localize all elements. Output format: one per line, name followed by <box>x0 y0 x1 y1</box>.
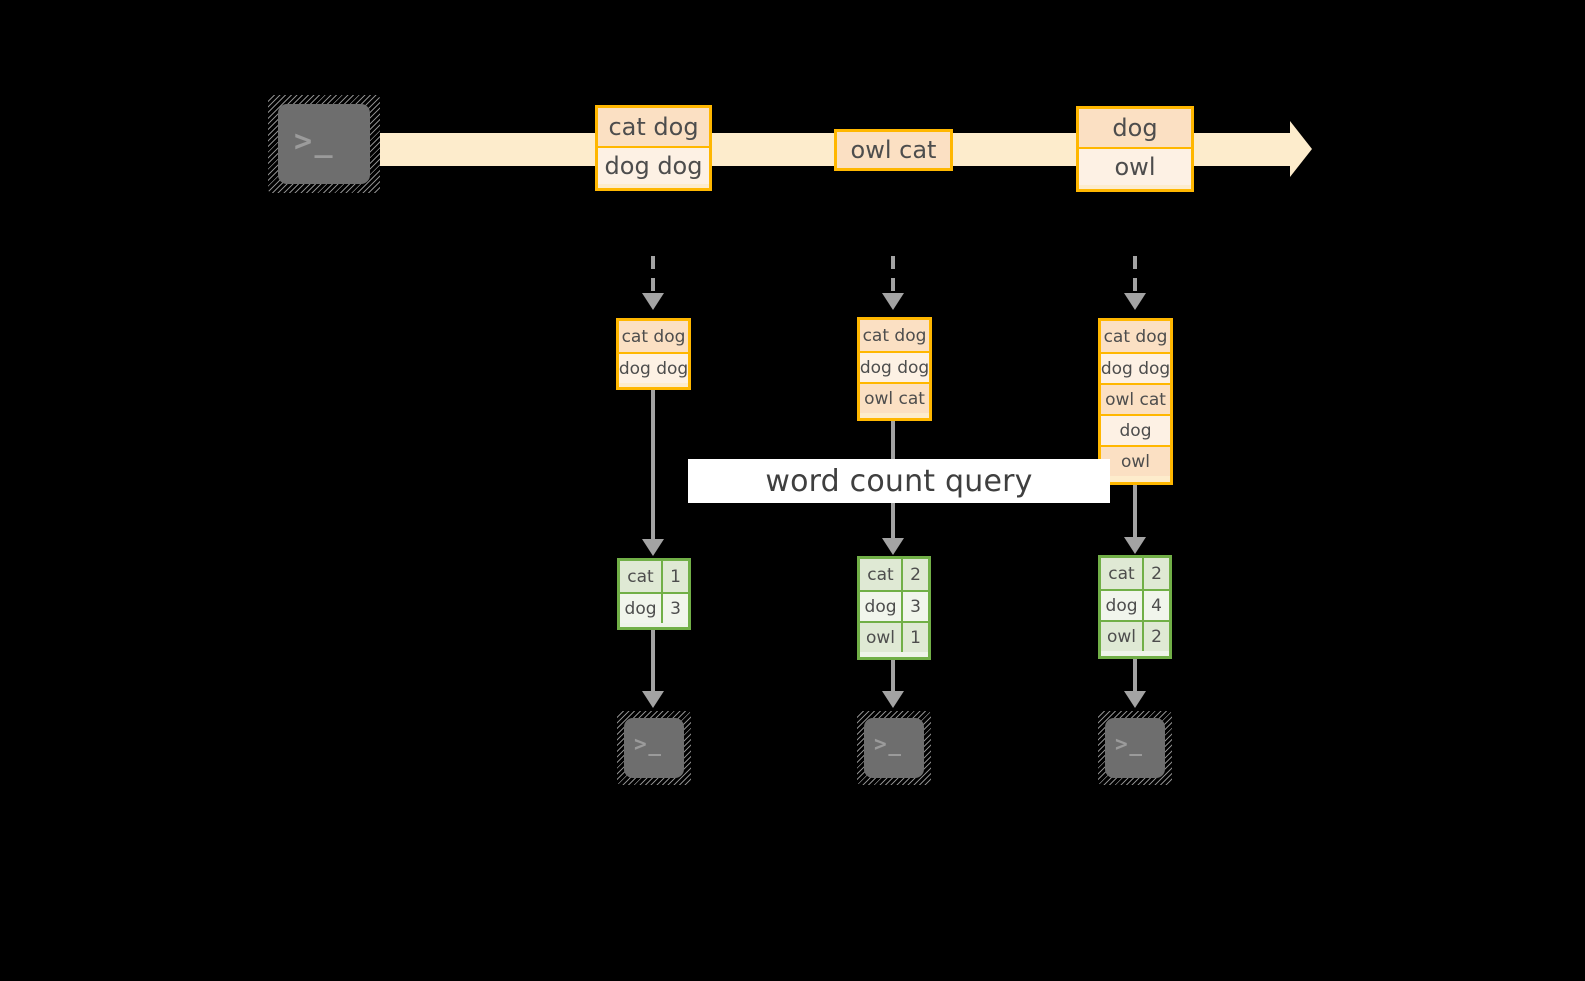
result-word: dog <box>1105 595 1138 616</box>
accumulated-row: dog dog <box>1101 352 1170 383</box>
terminal-body <box>624 718 684 778</box>
result-count: 2 <box>1142 558 1169 589</box>
result-count: 3 <box>901 592 928 621</box>
stream-batch-line: cat dog <box>598 108 709 146</box>
result-word: dog <box>864 596 897 617</box>
result-count: 2 <box>1142 622 1169 651</box>
terminal-body <box>864 718 924 778</box>
stream-to-table-connector <box>651 256 655 298</box>
accumulated-row: owl <box>1101 445 1170 476</box>
accumulated-row: cat dog <box>860 320 929 351</box>
terminal-body <box>1105 718 1165 778</box>
accumulated-table-2: cat dog dog dog owl cat <box>857 317 932 421</box>
stream-to-table-arrowhead <box>1124 293 1146 310</box>
sink-connector-3 <box>1133 659 1137 693</box>
stream-to-table-connector <box>891 256 895 298</box>
result-word: owl <box>866 627 896 648</box>
stream-batch-box-3: dog owl <box>1076 106 1194 192</box>
accumulated-row: cat dog <box>619 321 688 352</box>
stream-batch-line: owl cat <box>837 132 950 168</box>
result-row: dog 3 <box>620 592 688 623</box>
stream-to-table-connector <box>1133 256 1137 298</box>
stream-arrow-head <box>1290 121 1312 177</box>
accumulated-row: dog <box>1101 414 1170 445</box>
query-connector-arrowhead-3 <box>1124 537 1146 554</box>
accumulated-row: dog dog <box>860 351 929 382</box>
query-label-text: word count query <box>765 463 1033 499</box>
result-count: 3 <box>661 594 688 623</box>
result-word: cat <box>627 566 654 587</box>
result-count: 1 <box>901 623 928 652</box>
terminal-prompt-glyph: >_ <box>294 124 335 159</box>
query-connector-arrowhead-2 <box>882 538 904 555</box>
sink-connector-arrowhead-2 <box>882 691 904 708</box>
stream-batch-line: dog <box>1079 109 1191 147</box>
terminal-prompt-glyph: >_ <box>634 732 663 756</box>
result-word: cat <box>867 564 894 585</box>
stream-to-table-arrowhead <box>882 293 904 310</box>
sink-connector-arrowhead-3 <box>1124 691 1146 708</box>
source-terminal-icon: >_ <box>268 95 380 193</box>
accumulated-table-1: cat dog dog dog <box>616 318 691 390</box>
result-word: owl <box>1107 626 1137 647</box>
result-table-1: cat 1 dog 3 <box>617 558 691 630</box>
result-table-2: cat 2 dog 3 owl 1 <box>857 556 931 660</box>
result-word: cat <box>1108 563 1135 584</box>
accumulated-row: cat dog <box>1101 321 1170 352</box>
query-label-band: word count query <box>688 459 1110 503</box>
query-connector-3 <box>1133 485 1137 540</box>
terminal-prompt-glyph: >_ <box>874 732 903 756</box>
sink-connector-arrowhead-1 <box>642 691 664 708</box>
stream-batch-line: owl <box>1079 147 1191 185</box>
sink-terminal-icon-2: >_ <box>857 711 931 785</box>
accumulated-table-3: cat dog dog dog owl cat dog owl <box>1098 318 1173 485</box>
stream-batch-box-2: owl cat <box>834 129 953 171</box>
result-row: cat 2 <box>860 559 928 590</box>
result-row: dog 3 <box>860 590 928 621</box>
terminal-prompt-glyph: >_ <box>1115 732 1144 756</box>
result-row: cat 2 <box>1101 558 1169 589</box>
terminal-body <box>278 104 370 184</box>
result-count: 2 <box>901 559 928 590</box>
stream-batch-box-1: cat dog dog dog <box>595 105 712 191</box>
stream-batch-line: dog dog <box>598 146 709 184</box>
accumulated-row: owl cat <box>860 382 929 413</box>
result-count: 4 <box>1142 591 1169 620</box>
result-row: dog 4 <box>1101 589 1169 620</box>
query-connector-1 <box>651 390 655 541</box>
result-row: cat 1 <box>620 561 688 592</box>
accumulated-row: owl cat <box>1101 383 1170 414</box>
sink-connector-1 <box>651 630 655 693</box>
stream-to-table-arrowhead <box>642 293 664 310</box>
query-connector-arrowhead-1 <box>642 539 664 556</box>
accumulated-row: dog dog <box>619 352 688 383</box>
result-row: owl 1 <box>860 621 928 652</box>
result-row: owl 2 <box>1101 620 1169 651</box>
sink-terminal-icon-1: >_ <box>617 711 691 785</box>
result-word: dog <box>624 598 657 619</box>
result-count: 1 <box>661 561 688 592</box>
sink-connector-2 <box>891 660 895 693</box>
result-table-3: cat 2 dog 4 owl 2 <box>1098 555 1172 659</box>
sink-terminal-icon-3: >_ <box>1098 711 1172 785</box>
